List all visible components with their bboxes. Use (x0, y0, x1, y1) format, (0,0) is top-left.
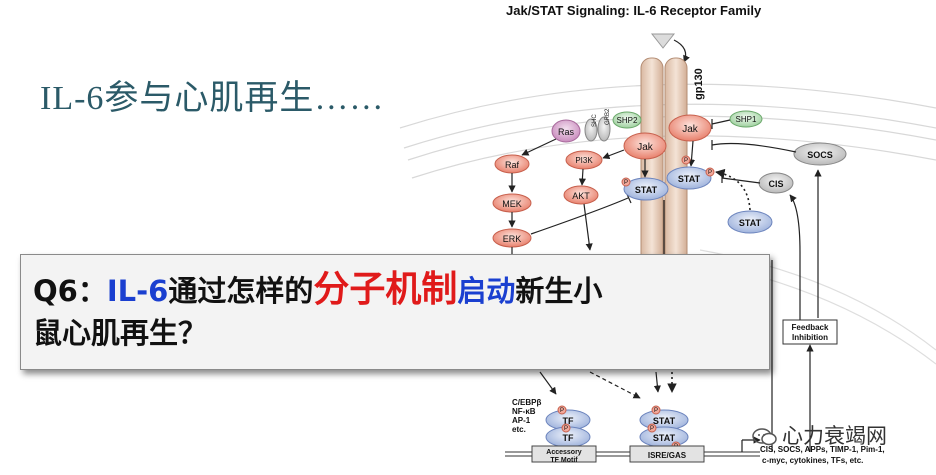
svg-text:P: P (624, 180, 628, 186)
socs-inhibition (711, 140, 797, 153)
ligand-arrow (673, 39, 690, 63)
cis-label: CIS (768, 179, 783, 189)
jak-to-stat-right-arrow (687, 140, 696, 167)
watermark-text: 心力衰竭网 (782, 424, 887, 448)
target-genes-line1: CIS, SOCS, APPs, TIMP-1, Pim-1, (760, 445, 885, 454)
jak-label-right: Jak (682, 124, 699, 135)
watermark: 心力衰竭网 (752, 420, 887, 450)
question-part1: 通过怎样的 (168, 274, 314, 308)
question-il6: IL-6 (106, 274, 169, 308)
ligand-triangle (650, 33, 676, 49)
stat-dimer-label-top: STAT (653, 416, 676, 426)
ras-label: Ras (558, 127, 575, 137)
erk-label: ERK (503, 234, 522, 244)
grb2-node (597, 116, 611, 142)
ras-node (551, 119, 581, 143)
shc-label: SHC (592, 114, 598, 127)
shp1-inhibition (711, 119, 731, 129)
phospho-markers: P P P (621, 155, 715, 187)
akt-down-arrow (583, 203, 593, 251)
tf-label-top: TF (563, 416, 574, 426)
pi3k-label: PI3K (575, 156, 593, 165)
svg-text:AP-1: AP-1 (512, 416, 531, 425)
stat-label-left: STAT (635, 185, 658, 195)
socs-node (793, 142, 847, 166)
pi3k-to-akt-arrow (578, 168, 586, 186)
svg-text:P: P (684, 158, 688, 164)
stat-dimer-label-bottom: STAT (653, 433, 676, 443)
transcription-arrow (741, 440, 760, 452)
svg-text:P: P (650, 426, 654, 432)
svg-text:P: P (564, 426, 568, 432)
tf-arrow (539, 371, 557, 395)
feedback-box (782, 319, 838, 345)
jak-to-pi3k-arrow (602, 149, 625, 160)
question-highlight: 分子机制 (313, 269, 458, 310)
free-stat-dotted-arrow (715, 168, 751, 211)
tf-dashed-arrow (589, 371, 641, 399)
feedback-to-cis-arrow (789, 194, 801, 320)
stat-node-free (727, 210, 773, 234)
cis-inhibition (721, 173, 761, 184)
accessory-tf-motif (531, 445, 597, 463)
shp1-label: SHP1 (736, 115, 757, 124)
question-line-2: 鼠心肌再生？ (33, 316, 208, 350)
accessory-text-1: Accessory (546, 449, 582, 456)
svg-text:P: P (708, 170, 712, 176)
mek-label: MEK (502, 199, 522, 209)
shp1-node (729, 110, 763, 128)
tf-label-bottom: TF (563, 433, 574, 443)
svg-text:etc.: etc. (512, 425, 526, 434)
stat-solid-arrow (653, 371, 661, 393)
wechat-icon (752, 428, 777, 446)
nuclear-phospho-markers: P P P P P (557, 405, 681, 451)
ras-to-raf-arrow (521, 138, 557, 156)
gp130-receptor-right (664, 57, 688, 274)
pi3k-node (565, 150, 603, 170)
isre-gas-motif (629, 445, 705, 463)
feedback-text-1: Feedback (792, 323, 829, 332)
question-part2: 启动 (457, 274, 516, 308)
question-box: Q6：IL-6通过怎样的分子机制启动新生小 鼠心肌再生？ (20, 254, 770, 370)
jak-node-right (668, 114, 712, 142)
cofactor-list: C/EBPβ NF-κB AP-1 etc. (512, 398, 541, 434)
shp2-node (612, 111, 642, 129)
slide-heading: IL-6参与心肌再生…… (40, 80, 385, 117)
feedback-text-2: Inhibition (792, 333, 828, 342)
question-line-1: Q6：IL-6通过怎样的分子机制启动新生小 (33, 269, 757, 312)
gp130-label: gp130 (693, 68, 705, 100)
grb2-label: GRB2 (605, 108, 611, 125)
svg-text:C/EBPβ: C/EBPβ (512, 398, 541, 407)
socs-label: SOCS (807, 150, 833, 160)
stat-node-right (666, 166, 712, 190)
stat-label-free: STAT (739, 218, 762, 228)
svg-text:NF-κB: NF-κB (512, 407, 536, 416)
question-part3: 新生小 (515, 274, 603, 308)
svg-text:P: P (654, 408, 658, 414)
svg-text:P: P (560, 408, 564, 414)
stat-node-left (623, 177, 669, 201)
jak-label-left: Jak (637, 142, 654, 153)
isre-text: ISRE/GAS (648, 451, 687, 460)
diagram-title: Jak/STAT Signaling: IL-6 Receptor Family (506, 3, 762, 18)
gp130-receptor-left (640, 57, 664, 274)
question-prefix: Q6： (33, 274, 107, 308)
akt-node (563, 185, 599, 205)
akt-label: AKT (572, 191, 590, 201)
target-genes-line2: c-myc, cytokines, TFs, etc. (762, 456, 863, 465)
shp2-label: SHP2 (617, 116, 638, 125)
shc-node (584, 118, 598, 142)
raf-label: Raf (505, 160, 520, 170)
stat-label-right: STAT (678, 174, 701, 184)
accessory-text-2: TF Motif (550, 457, 578, 464)
